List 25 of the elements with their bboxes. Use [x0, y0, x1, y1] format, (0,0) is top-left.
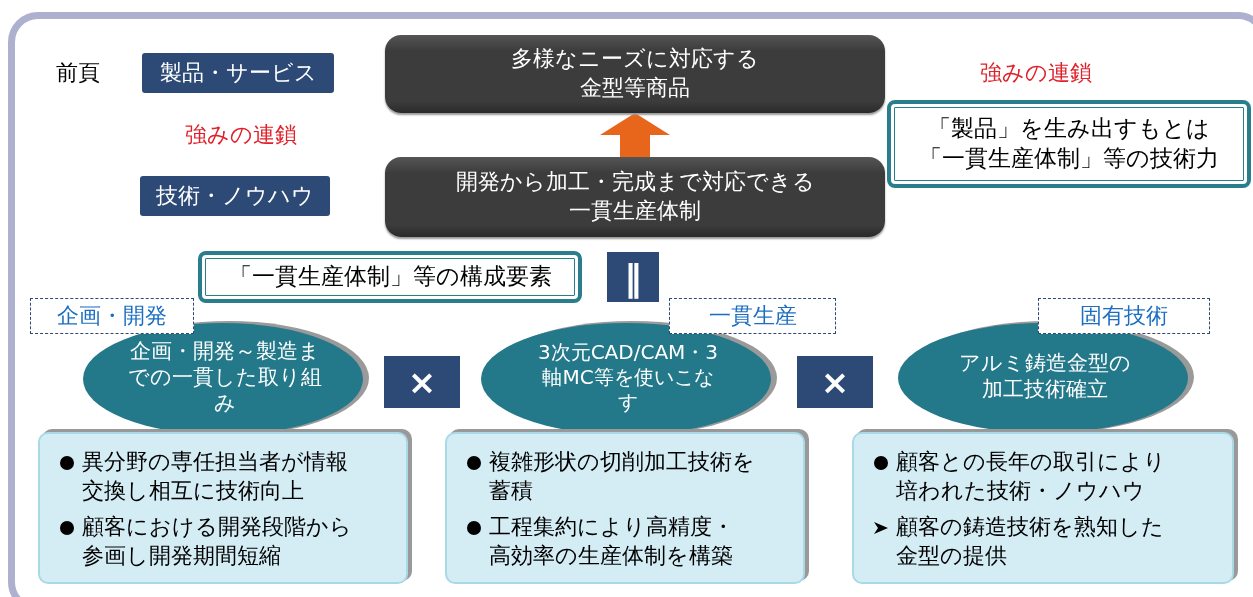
category-tag: 一貫生産 [669, 298, 836, 334]
ellipse-text: 3次元CAD/CAM・3軸MC等を使いこなす [536, 339, 720, 415]
heading-text: 強みの連鎖 [185, 121, 297, 149]
bullet-text: 顧客との長年の取引により培われた技術・ノウハウ [896, 448, 1167, 505]
ellipse-text: アルミ鋳造金型の加工技術確立 [958, 349, 1132, 403]
symbol-box: ‖ [607, 252, 659, 302]
symbol-box: × [797, 356, 873, 408]
bullet-text: 工程集約により高精度・高効率の生産体制を構築 [489, 513, 735, 570]
bullet-text: 顧客における開発段階から参画し開発期間短縮 [82, 513, 353, 570]
callout-box: 「一貫生産体制」等の構成要素 [198, 251, 582, 303]
symbol-box: × [384, 356, 460, 408]
bullet-text: 顧客の鋳造技術を熟知した金型の提供 [896, 513, 1165, 570]
category-tag: 企画・開発 [30, 298, 194, 334]
heading-text: 強みの連鎖 [980, 59, 1092, 87]
category-tag: 固有技術 [1038, 298, 1210, 334]
process-box: 開発から加工・完成まで対応できる一貫生産体制 [385, 157, 885, 237]
bullet-text: 異分野の専任担当者が情報交換し相互に技術向上 [82, 448, 349, 505]
process-box: 多様なニーズに対応する金型等商品 [385, 35, 885, 113]
label-box: 技術・ノウハウ [140, 176, 330, 216]
ellipse-text: 企画・開発～製造までの一貫した取り組み [127, 337, 323, 417]
page-note: 前頁 [56, 59, 100, 87]
callout-box: 「製品」を生み出すもとは「一貫生産体制」等の技術力 [887, 100, 1251, 188]
arrow [600, 113, 670, 157]
label-box: 製品・サービス [142, 53, 334, 93]
bullet-text: 複雑形状の切削加工技術を蓄積 [489, 448, 756, 505]
